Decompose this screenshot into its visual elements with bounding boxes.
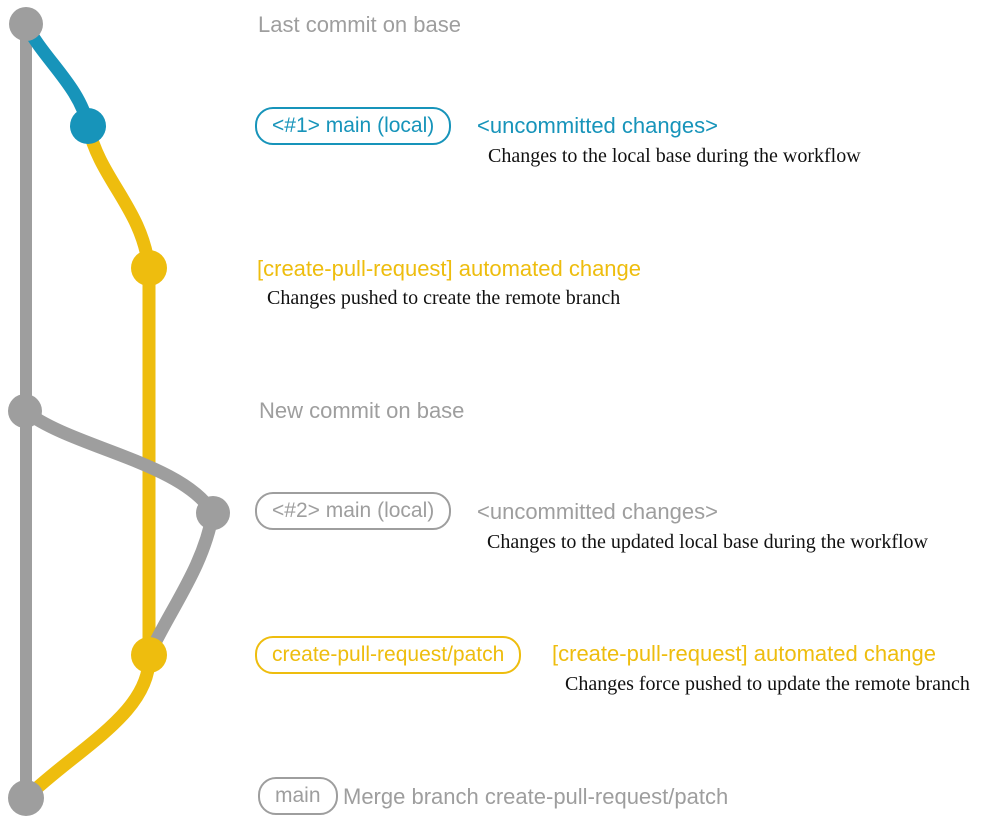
- commit-dot-merge: [8, 780, 44, 816]
- commit-headline-automated-2: [create-pull-request] automated change: [552, 641, 937, 666]
- commit-dot-new-base: [8, 394, 42, 428]
- branch-badge-main: main: [258, 777, 338, 816]
- local-main-2-branch-curve: [18, 404, 220, 520]
- section-title-last-commit: Last commit on base: [258, 12, 461, 37]
- commit-headline-uncommitted-2: <uncommitted changes>: [477, 499, 718, 524]
- branch-badge-main-local-1: <#1> main (local): [255, 107, 452, 146]
- commit-dot-patch-updated: [131, 637, 167, 673]
- commit-dot-local-main-2: [196, 496, 230, 530]
- commit-note-automated-1: Changes pushed to create the remote bran…: [267, 287, 621, 309]
- section-title-new-commit: New commit on base: [259, 398, 465, 423]
- commit-note-uncommitted-2: Changes to the updated local base during…: [487, 531, 928, 553]
- merge-commit-message: Merge branch create-pull-request/patch: [343, 784, 729, 809]
- patch-branch-out-curve: [81, 119, 156, 275]
- commit-headline-automated-1: [create-pull-request] automated change: [257, 256, 642, 281]
- commit-headline-uncommitted-1: <uncommitted changes>: [477, 113, 718, 138]
- commit-note-uncommitted-1: Changes to the local base during the wor…: [488, 145, 861, 167]
- branch-badge-main-local-2: <#2> main (local): [255, 492, 452, 531]
- patch-branch-merge-curve: [19, 648, 156, 805]
- commit-dot-last-base: [9, 7, 43, 41]
- commit-dot-local-main-1: [70, 108, 106, 144]
- branch-badge-patch: create-pull-request/patch: [255, 636, 522, 675]
- local-main-2-merge-curve: [142, 506, 220, 662]
- commit-dot-patch-created: [131, 250, 167, 286]
- commit-note-automated-2: Changes force pushed to update the remot…: [565, 673, 970, 695]
